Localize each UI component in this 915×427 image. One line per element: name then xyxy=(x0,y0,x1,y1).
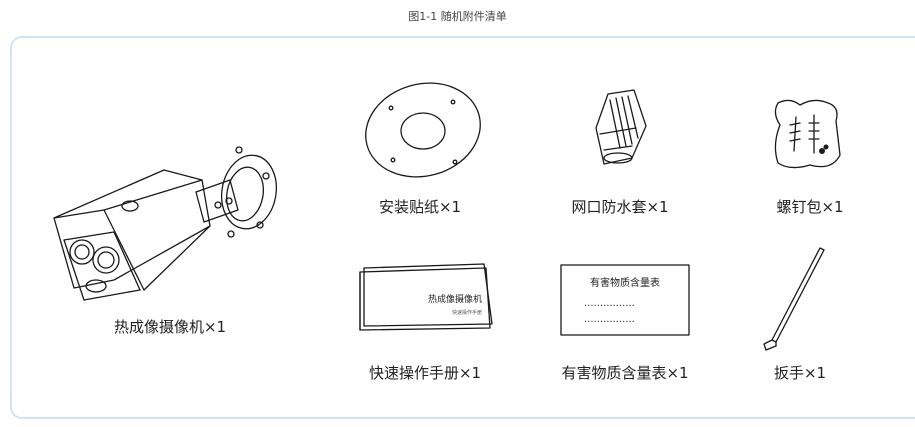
mounting-sticker-icon xyxy=(363,80,483,180)
waterproof-label: 网口防水套×1 xyxy=(571,198,669,216)
sticker-label: 安装贴纸×1 xyxy=(378,198,462,216)
accessory-panel xyxy=(10,36,915,419)
wrench-label: 扳手×1 xyxy=(773,364,827,382)
figure-title: 图1-1 随机附件清单 xyxy=(408,10,507,23)
manual-label: 快速操作手册×1 xyxy=(368,364,482,382)
waterproof-cap-icon xyxy=(586,88,656,168)
manual-icon: 热成像摄像机 快速操作手册 xyxy=(358,262,498,332)
thermal-camera-icon xyxy=(44,140,284,310)
camera-label: 热成像摄像机×1 xyxy=(113,318,227,336)
hazard-table-icon: 有害物质含量表 ................ ...............… xyxy=(560,264,690,336)
hazard-label: 有害物质含量表×1 xyxy=(561,364,689,382)
screw-bag-icon xyxy=(770,95,844,173)
hazard-card-title: 有害物质含量表 xyxy=(590,276,660,289)
hazard-card-dots-1: ................ xyxy=(584,298,635,309)
hex-wrench-icon xyxy=(762,246,832,356)
hazard-card-dots-2: ................ xyxy=(584,314,635,325)
manual-cover-title: 热成像摄像机 xyxy=(428,293,482,305)
screws-label: 螺钉包×1 xyxy=(776,198,844,216)
manual-cover-subtitle: 快速操作手册 xyxy=(452,309,482,316)
